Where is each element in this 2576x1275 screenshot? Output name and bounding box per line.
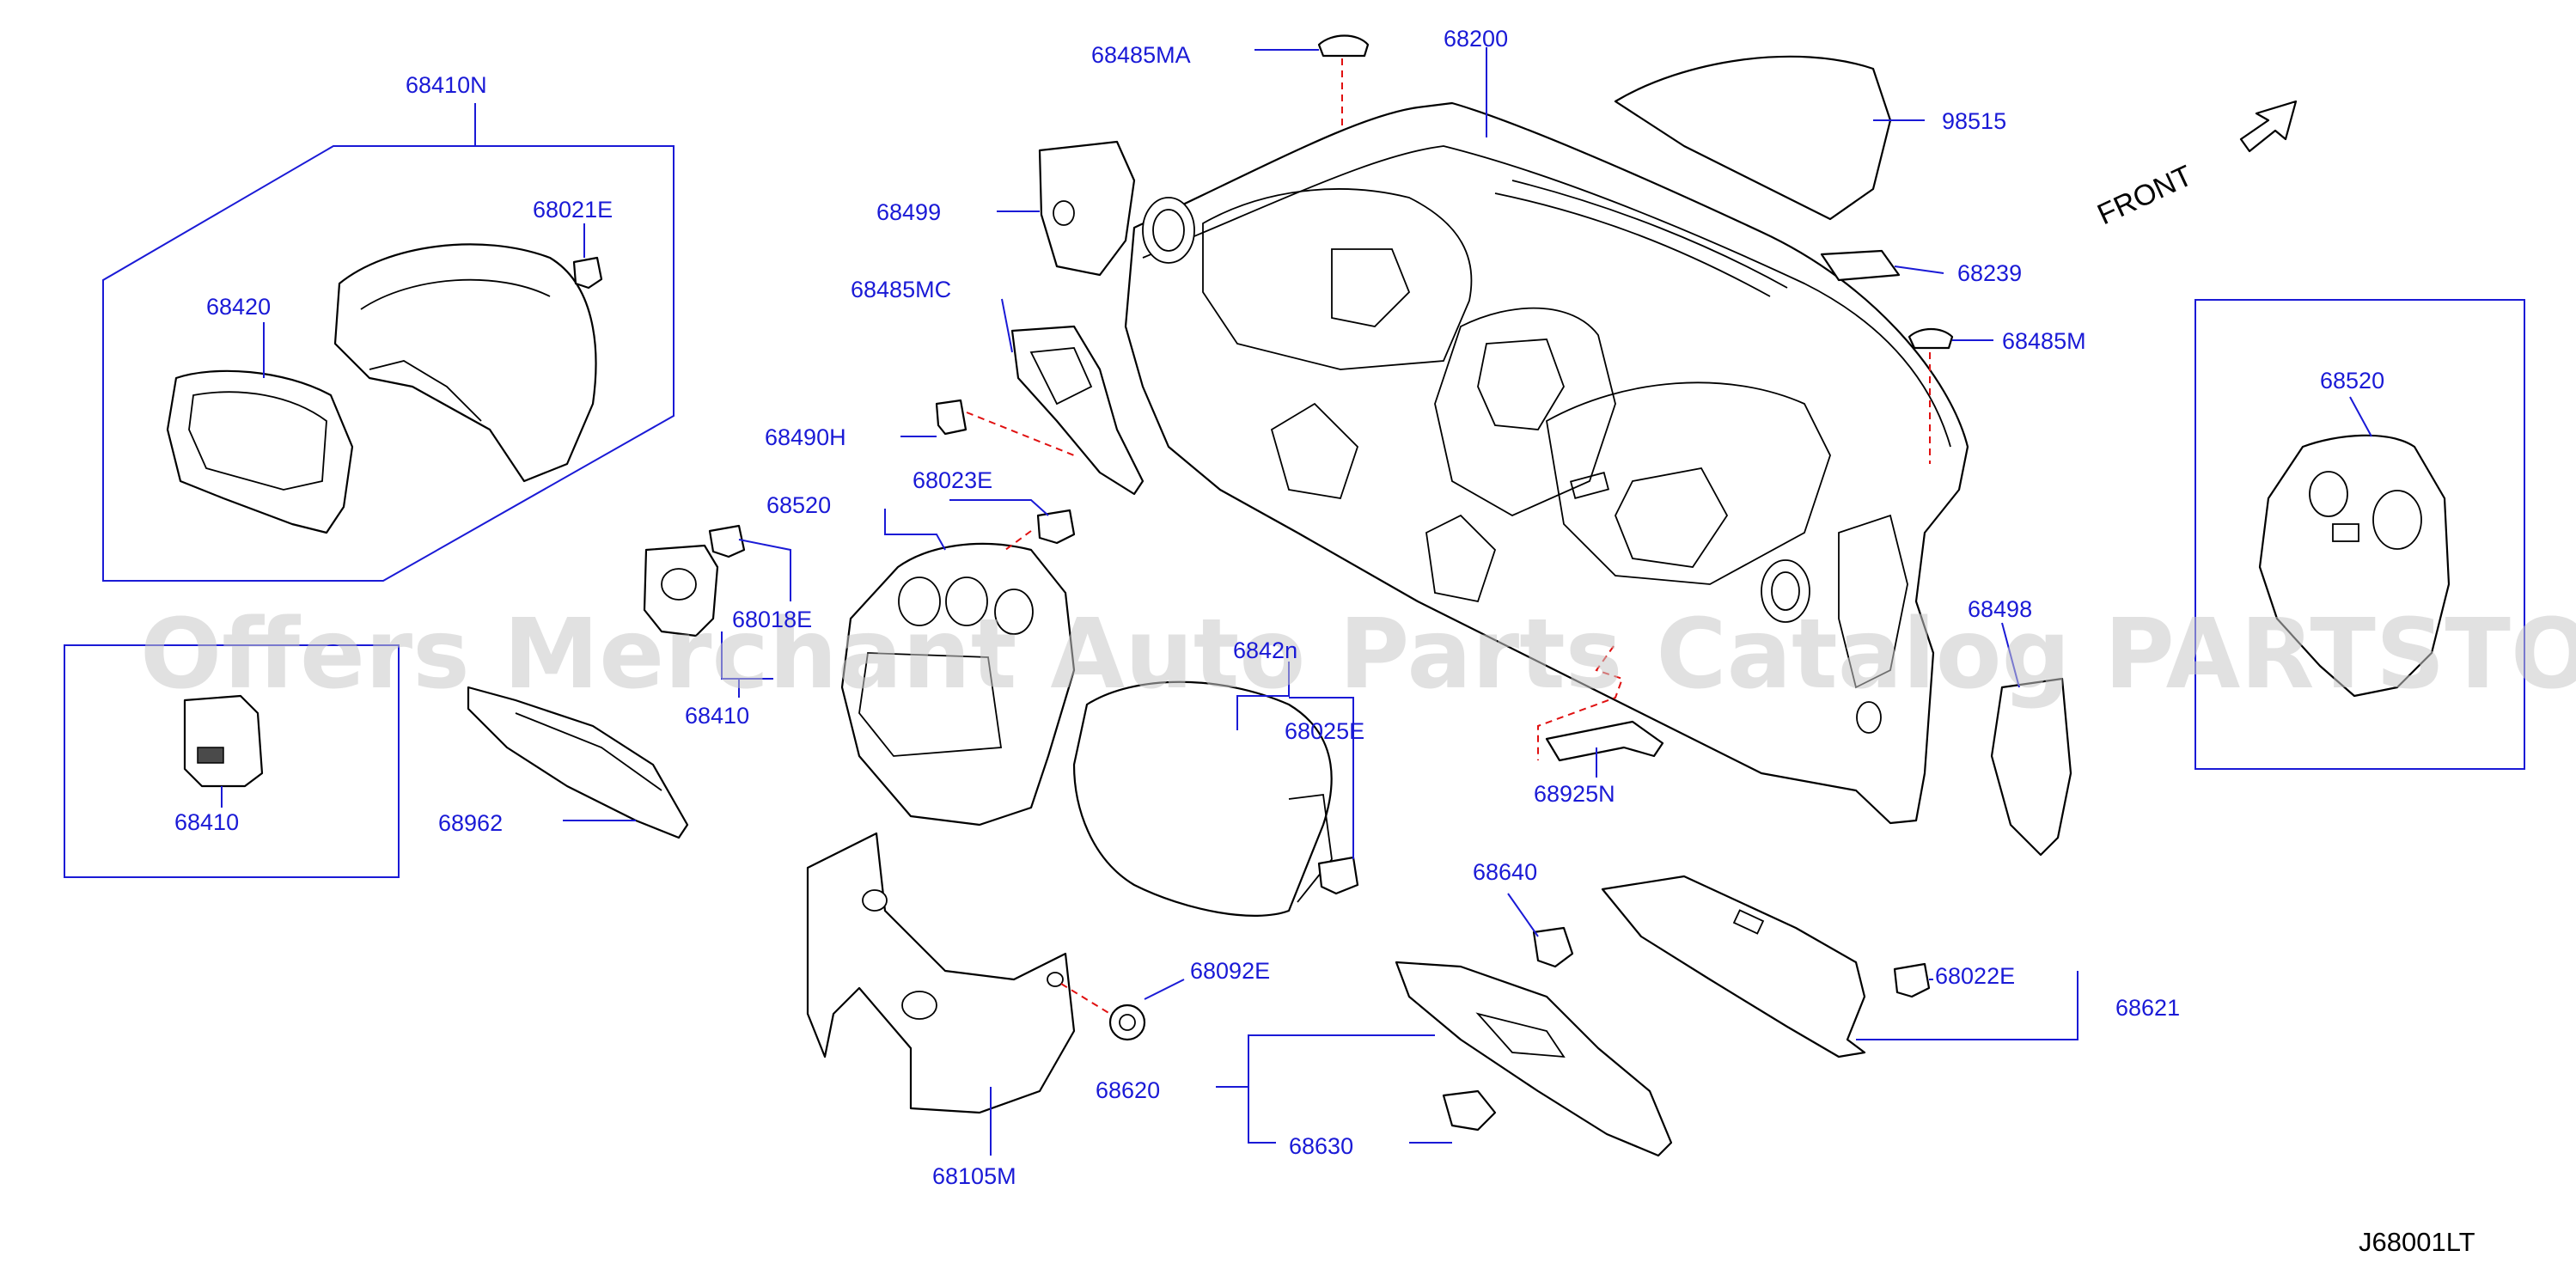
part-label-68105M: 68105M — [932, 1163, 1016, 1189]
watermark: Offers Merchant Auto Parts Catalog PARTS… — [140, 599, 2576, 711]
part-label-68410N: 68410N — [406, 72, 487, 98]
group-box-68410-inset — [64, 644, 400, 878]
part-label-68092E: 68092E — [1190, 958, 1270, 984]
part-label-6842n: 6842n — [1233, 638, 1297, 663]
leader-68018E — [738, 539, 791, 601]
dash-line-68490H — [966, 412, 1075, 456]
part-label-68498: 68498 — [1968, 596, 2032, 622]
clip-68025E — [1317, 856, 1359, 895]
clip-68490H — [935, 399, 968, 436]
instrument-panel-68200 — [1124, 101, 1969, 825]
switch-panel-68410 — [183, 694, 264, 788]
bracket-68021E — [572, 256, 603, 290]
part-label-68499: 68499 — [876, 199, 941, 225]
part-label-68925N: 68925N — [1534, 781, 1615, 807]
leader-68092E — [1144, 979, 1185, 1000]
part-label-68022E: 68022E — [1935, 963, 2015, 989]
dash-line-68925N — [1537, 645, 1624, 760]
part-label-68023E: 68023E — [913, 467, 992, 493]
leader-68621 — [1856, 971, 2079, 1040]
front-label: FRONT — [2092, 159, 2197, 231]
leader-68025E — [1289, 697, 1354, 859]
plug-68485MA — [1317, 34, 1370, 58]
side-cover-68499 — [1038, 140, 1136, 277]
striker-68640 — [1532, 926, 1574, 968]
part-label-68420: 68420 — [206, 294, 271, 320]
clip-68092E — [1108, 1004, 1146, 1041]
side-trim-68498 — [1990, 677, 2072, 857]
part-label-68025E: 68025E — [1285, 718, 1364, 744]
plug-68485M — [1908, 327, 1954, 350]
leader-68023E — [949, 499, 1049, 516]
part-label-68021E: 68021E — [533, 197, 613, 223]
leader-68520 — [884, 509, 946, 551]
leader-6842n — [1236, 662, 1290, 730]
meter-cluster-68420 — [166, 369, 354, 534]
switch-panel-68410-mid — [643, 544, 719, 638]
part-label-68520: 68520 — [766, 492, 831, 518]
glove-box-68621 — [1601, 875, 1866, 1058]
part-label-68621: 68621 — [2115, 995, 2180, 1021]
part-label-68485M: 68485M — [2002, 328, 2086, 354]
part-label-68239: 68239 — [1957, 260, 2022, 286]
clip-68022E — [1893, 962, 1931, 998]
cluster-panel-68520-inset — [2258, 434, 2451, 698]
front-arrow-icon — [2239, 100, 2298, 153]
label-68239 — [1820, 249, 1901, 282]
meter-hood — [333, 243, 597, 483]
part-label-68962: 68962 — [438, 810, 503, 836]
trim-strip-68962 — [467, 686, 689, 839]
leader-68239 — [1894, 265, 1944, 274]
airbag-lid — [1072, 680, 1333, 917]
part-label-68490H: 68490H — [765, 424, 846, 450]
diagram-code: J68001LT — [2359, 1227, 2475, 1257]
side-bracket-68485MC — [1010, 325, 1145, 496]
lower-cover-68105M — [806, 832, 1076, 1114]
leader-68498 — [2001, 622, 2020, 688]
part-label-68018E: 68018E — [732, 607, 812, 632]
duct-68925N — [1545, 720, 1664, 762]
part-label-68630: 68630 — [1289, 1133, 1353, 1159]
leader-68485MC — [1001, 298, 1013, 353]
dash-line-68092E — [1060, 983, 1111, 1015]
part-label-68640: 68640 — [1473, 859, 1537, 885]
part-label-68485MA: 68485MA — [1091, 42, 1191, 68]
glove-box-lid-68620 — [1395, 961, 1673, 1157]
latch-68630 — [1442, 1089, 1497, 1132]
part-label-68620: 68620 — [1096, 1077, 1160, 1103]
dash-line-68023E — [1004, 530, 1032, 551]
clip-68018E — [708, 524, 746, 558]
group-box-68410N — [102, 145, 675, 582]
cluster-panel-68520 — [840, 542, 1076, 827]
leader-68640 — [1507, 893, 1539, 937]
part-label-68200: 68200 — [1444, 26, 1508, 52]
part-label-98515: 98515 — [1942, 108, 2006, 134]
part-label-68520-inset: 68520 — [2320, 368, 2384, 393]
leader-68620 — [1248, 1034, 1435, 1144]
part-label-68410-mid: 68410 — [685, 703, 749, 729]
group-box-68520-inset — [2194, 299, 2525, 770]
part-label-68485MC: 68485MC — [851, 277, 951, 302]
leader-68520-inset — [2349, 396, 2372, 437]
part-label-68410-inset: 68410 — [174, 809, 239, 835]
speaker-grille-98515 — [1614, 55, 1892, 221]
clip-68023E — [1036, 509, 1076, 545]
